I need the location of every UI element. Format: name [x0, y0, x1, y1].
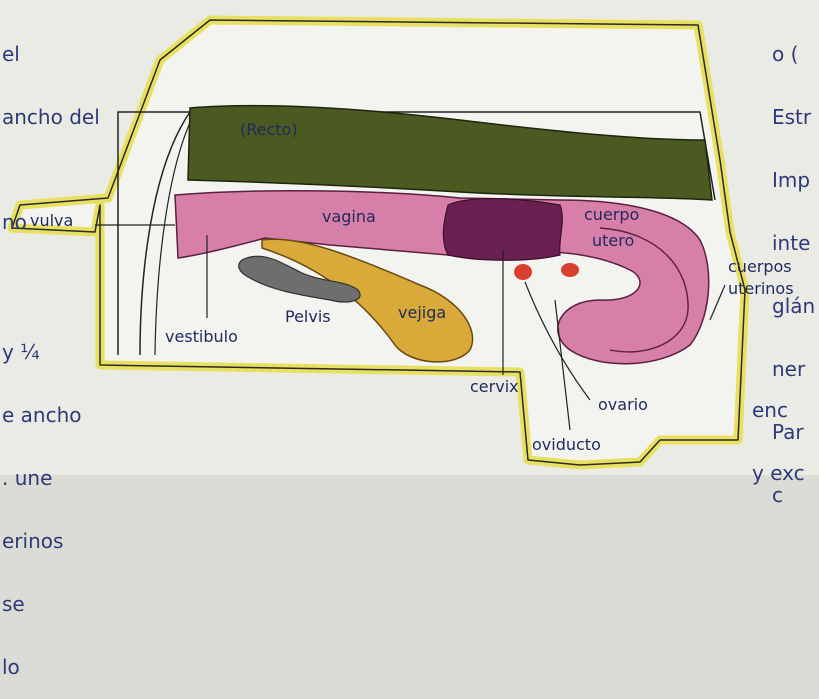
- note-line: no: [2, 212, 100, 233]
- note-line: el: [2, 44, 100, 65]
- note-line: Imp: [772, 170, 819, 191]
- ovario-label: ovario: [598, 395, 648, 414]
- note-line: se: [2, 594, 82, 615]
- vagina-label: vagina: [322, 207, 376, 226]
- right-bottom-notes: enc y exc: [752, 358, 819, 505]
- utero-label: utero: [592, 231, 634, 250]
- note-line: o (: [772, 44, 819, 65]
- anatomy-diagram: (Recto) vulva vagina cuerpo utero cuerpo…: [0, 0, 819, 475]
- left-bottom-notes: y ¼ e ancho . une erinos se lo: [2, 300, 82, 699]
- note-line: y exc: [752, 463, 819, 484]
- note-line: y ¼: [2, 342, 82, 363]
- note-line: Estr: [772, 107, 819, 128]
- cuerpo-label: cuerpo: [584, 205, 639, 224]
- note-line: lo: [2, 657, 82, 678]
- note-line: inte: [772, 233, 819, 254]
- recto-label: (Recto): [240, 120, 298, 139]
- note-line: glán: [772, 296, 819, 317]
- oviducto-label: oviducto: [532, 435, 601, 454]
- note-line: e ancho: [2, 405, 82, 426]
- vejiga-label: vejiga: [398, 303, 446, 322]
- left-top-notes: el ancho del no: [2, 2, 100, 254]
- note-line: . une: [2, 468, 82, 489]
- note-line: erinos: [2, 531, 82, 552]
- ovario-right: [561, 263, 579, 277]
- note-line: ancho del: [2, 107, 100, 128]
- cervix-label: cervix: [470, 377, 519, 396]
- note-line: enc: [752, 400, 819, 421]
- pelvis-label: Pelvis: [285, 307, 331, 326]
- vestibulo-label: vestibulo: [165, 327, 238, 346]
- ovario-left: [514, 264, 532, 280]
